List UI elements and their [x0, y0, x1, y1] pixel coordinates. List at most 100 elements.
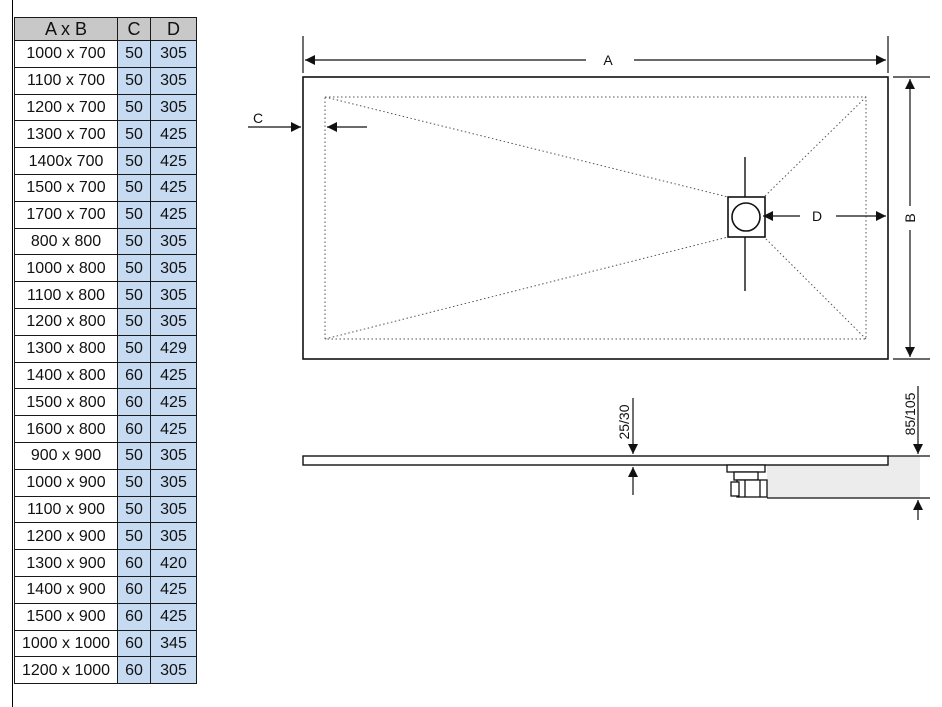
cell-d: 305: [150, 307, 197, 336]
dimension-c: C: [248, 110, 367, 132]
drain-side: [726, 464, 768, 498]
tray-profile: [302, 455, 889, 466]
cell-ab: 1500 x 900: [14, 602, 118, 631]
tray-outline: [302, 76, 889, 360]
dimension-b: B: [893, 76, 930, 360]
cell-c: 50: [117, 334, 151, 363]
cell-d: 305: [150, 281, 197, 309]
cell-d: 425: [150, 415, 197, 443]
cell-c: 50: [117, 522, 151, 551]
cell-c: 60: [117, 656, 151, 685]
label-tray-height: 25/30: [616, 404, 632, 439]
cell-d: 425: [150, 173, 197, 202]
cell-d: 425: [150, 361, 197, 390]
cell-c: 50: [117, 495, 151, 524]
cell-c: 50: [117, 40, 151, 68]
cell-ab: 1300 x 900: [14, 549, 118, 577]
cell-ab: 1500 x 800: [14, 388, 118, 417]
cell-d: 305: [150, 441, 197, 470]
left-margin-line: [12, 0, 13, 707]
dotted-inner-outline: [324, 96, 867, 340]
side-view: 25/30 85/105: [302, 386, 930, 520]
cell-d: 305: [150, 495, 197, 524]
dimension-d: D: [763, 208, 886, 224]
cell-d: 425: [150, 575, 197, 604]
cell-ab: 1600 x 800: [14, 415, 118, 443]
cell-ab: 1100 x 700: [14, 66, 118, 95]
dimension-tray-height: 25/30: [616, 398, 638, 495]
dimension-total-height: 85/105: [767, 386, 930, 520]
cell-d: 425: [150, 120, 197, 149]
cell-ab: 1000 x 800: [14, 254, 118, 283]
cell-c: 50: [117, 200, 151, 229]
label-d: D: [812, 208, 822, 224]
cell-c: 60: [117, 575, 151, 604]
label-a: A: [603, 52, 613, 68]
slope-lines: [324, 96, 867, 340]
cell-d: 425: [150, 200, 197, 229]
top-view: A B C D: [248, 36, 930, 360]
header-d: D: [150, 17, 197, 41]
cell-d: 305: [150, 656, 197, 685]
cell-ab: 1200 x 1000: [14, 656, 118, 685]
cell-c: 50: [117, 93, 151, 122]
table-header-row: A x B C D: [14, 17, 197, 41]
cell-d: 425: [150, 388, 197, 417]
cell-d: 305: [150, 93, 197, 122]
cell-d: 425: [150, 147, 197, 175]
cell-d: 305: [150, 66, 197, 95]
label-b: B: [902, 213, 918, 222]
cell-c: 60: [117, 388, 151, 417]
cell-c: 50: [117, 281, 151, 309]
cell-c: 50: [117, 173, 151, 202]
cell-ab: 1500 x 700: [14, 173, 118, 202]
cell-d: 429: [150, 334, 197, 363]
cell-d: 420: [150, 549, 197, 577]
cell-ab: 900 x 900: [14, 441, 118, 470]
cell-ab: 1400x 700: [14, 147, 118, 175]
cell-ab: 1000 x 1000: [14, 629, 118, 658]
cell-ab: 1400 x 900: [14, 575, 118, 604]
cell-c: 60: [117, 415, 151, 443]
header-ab: A x B: [14, 17, 118, 41]
cell-c: 50: [117, 66, 151, 95]
cell-ab: 1200 x 800: [14, 307, 118, 336]
cell-c: 50: [117, 227, 151, 256]
cell-d: 305: [150, 40, 197, 68]
cell-d: 345: [150, 629, 197, 658]
cell-c: 60: [117, 361, 151, 390]
cell-ab: 1000 x 700: [14, 40, 118, 68]
cell-c: 60: [117, 602, 151, 631]
cell-d: 305: [150, 227, 197, 256]
cell-ab: 1000 x 900: [14, 468, 118, 497]
label-total-height: 85/105: [902, 392, 918, 435]
cell-ab: 1100 x 800: [14, 281, 118, 309]
cell-d: 305: [150, 468, 197, 497]
cell-c: 50: [117, 254, 151, 283]
cell-c: 50: [117, 120, 151, 149]
